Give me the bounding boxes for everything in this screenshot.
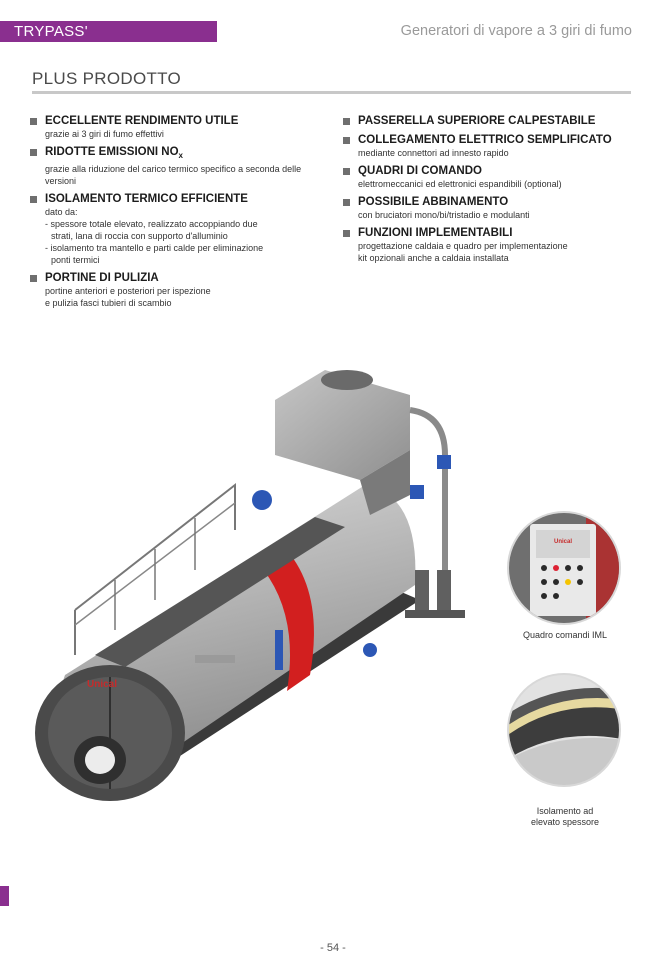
valve-icon — [363, 643, 377, 657]
valve-icon — [252, 490, 272, 510]
feature-description-line: progettazione caldaia e quadro per imple… — [358, 241, 568, 251]
feature-description-line: e pulizia fasci tubieri di scambio — [45, 298, 172, 308]
feature-title-text: RIDOTTE EMISSIONI NO — [45, 146, 179, 158]
feature-description-line: ponti termici — [51, 255, 100, 265]
features-right-column: PASSERELLA SUPERIORE CALPESTABILE COLLEG… — [343, 114, 643, 269]
square-bullet-icon — [30, 118, 37, 125]
insulation-caption-line: Isolamento ad — [536, 806, 594, 816]
feature-description: dato da: - spessore totale elevato, real… — [45, 206, 330, 266]
feature-title: COLLEGAMENTO ELETTRICO SEMPLIFICATO — [358, 134, 612, 146]
feed-pump — [415, 570, 429, 610]
feature-title: PASSERELLA SUPERIORE CALPESTABILE — [358, 115, 596, 127]
level-indicator — [275, 630, 283, 670]
side-tab-marker — [0, 886, 9, 906]
feature-item: COLLEGAMENTO ELETTRICO SEMPLIFICATO medi… — [343, 133, 643, 159]
feature-title: ISOLAMENTO TERMICO EFFICIENTE — [45, 193, 248, 205]
feature-item: ECCELLENTE RENDIMENTO UTILE grazie ai 3 … — [30, 114, 330, 140]
square-bullet-icon — [343, 230, 350, 237]
square-bullet-icon — [343, 137, 350, 144]
insulation-caption-line: elevato spessore — [530, 817, 600, 827]
red-band — [257, 546, 314, 691]
control-panel-caption: Quadro comandi IML — [522, 630, 608, 640]
feature-item: PASSERELLA SUPERIORE CALPESTABILE — [343, 114, 643, 128]
header-subtitle: Generatori di vapore a 3 giri di fumo — [400, 23, 632, 39]
feature-description-line: portine anteriori e posteriori per ispez… — [45, 286, 211, 296]
page-number: - 54 - — [320, 942, 346, 954]
valve-icon — [410, 485, 424, 499]
square-bullet-icon — [343, 168, 350, 175]
feature-description: grazie ai 3 giri di fumo effettivi — [45, 129, 164, 139]
smoke-hood — [275, 370, 410, 480]
section-divider — [32, 91, 631, 94]
square-bullet-icon — [30, 196, 37, 203]
control-panel-inset: Unical — [507, 511, 621, 625]
feature-title: RIDOTTE EMISSIONI NOx — [45, 145, 330, 163]
feature-title: ECCELLENTE RENDIMENTO UTILE — [45, 115, 239, 127]
steam-boiler-illustration: Unical — [35, 370, 465, 801]
section-title: PLUS PRODOTTO — [32, 69, 182, 88]
walkway-railing — [74, 482, 236, 611]
feature-description: elettromeccanici ed elettronici espandib… — [358, 179, 562, 189]
feature-description-line: - isolamento tra mantello e parti calde … — [45, 243, 264, 253]
valve-icon — [437, 455, 451, 469]
steam-pipe — [409, 407, 448, 595]
feature-description: progettazione caldaia e quadro per imple… — [358, 240, 643, 264]
square-bullet-icon — [30, 275, 37, 282]
insulation-layer — [509, 706, 619, 767]
feature-title-subscript: x — [178, 151, 183, 160]
gauge-fitting — [195, 655, 235, 663]
square-bullet-icon — [30, 149, 37, 156]
feature-item: QUADRI DI COMANDO elettromeccanici ed el… — [343, 164, 643, 190]
features-left-column: ECCELLENTE RENDIMENTO UTILE grazie ai 3 … — [30, 114, 330, 314]
insulation-inset — [507, 673, 621, 787]
feature-item: ISOLAMENTO TERMICO EFFICIENTE dato da: -… — [30, 192, 330, 266]
feed-pump — [437, 570, 451, 610]
brand-title: TRYPASS' — [14, 23, 88, 40]
flue-outlet — [321, 370, 373, 390]
feature-item: RIDOTTE EMISSIONI NOx grazie alla riduzi… — [30, 145, 330, 187]
header-brand-band: TRYPASS' — [0, 21, 217, 42]
panel-logo: Unical — [554, 539, 572, 545]
feature-description-line: dato da: — [45, 207, 78, 217]
feature-title: QUADRI DI COMANDO — [358, 165, 482, 177]
feature-title: FUNZIONI IMPLEMENTABILI — [358, 227, 513, 239]
feature-description-line: - spessore totale elevato, realizzato ac… — [45, 219, 258, 229]
insulation-caption: Isolamento ad elevato spessore — [500, 806, 630, 828]
feature-description-line: strati, lana di roccia con supporto d'al… — [51, 231, 228, 241]
square-bullet-icon — [343, 118, 350, 125]
feature-item: FUNZIONI IMPLEMENTABILI progettazione ca… — [343, 226, 643, 264]
square-bullet-icon — [343, 199, 350, 206]
boiler-logo: Unical — [87, 679, 117, 690]
feature-item: PORTINE DI PULIZIA portine anteriori e p… — [30, 271, 330, 309]
feature-title: POSSIBILE ABBINAMENTO — [358, 196, 509, 208]
feature-description: con bruciatori mono/bi/tristadio e modul… — [358, 210, 530, 220]
feature-item: POSSIBILE ABBINAMENTO con bruciatori mon… — [343, 195, 643, 221]
feature-description: grazie alla riduzione del carico termico… — [45, 164, 302, 186]
feature-description: mediante connettori ad innesto rapido — [358, 148, 509, 158]
feature-description: portine anteriori e posteriori per ispez… — [45, 285, 330, 309]
feature-title: PORTINE DI PULIZIA — [45, 272, 159, 284]
top-walkway — [95, 517, 345, 667]
feature-description-line: kit opzionali anche a caldaia installata — [358, 253, 509, 263]
